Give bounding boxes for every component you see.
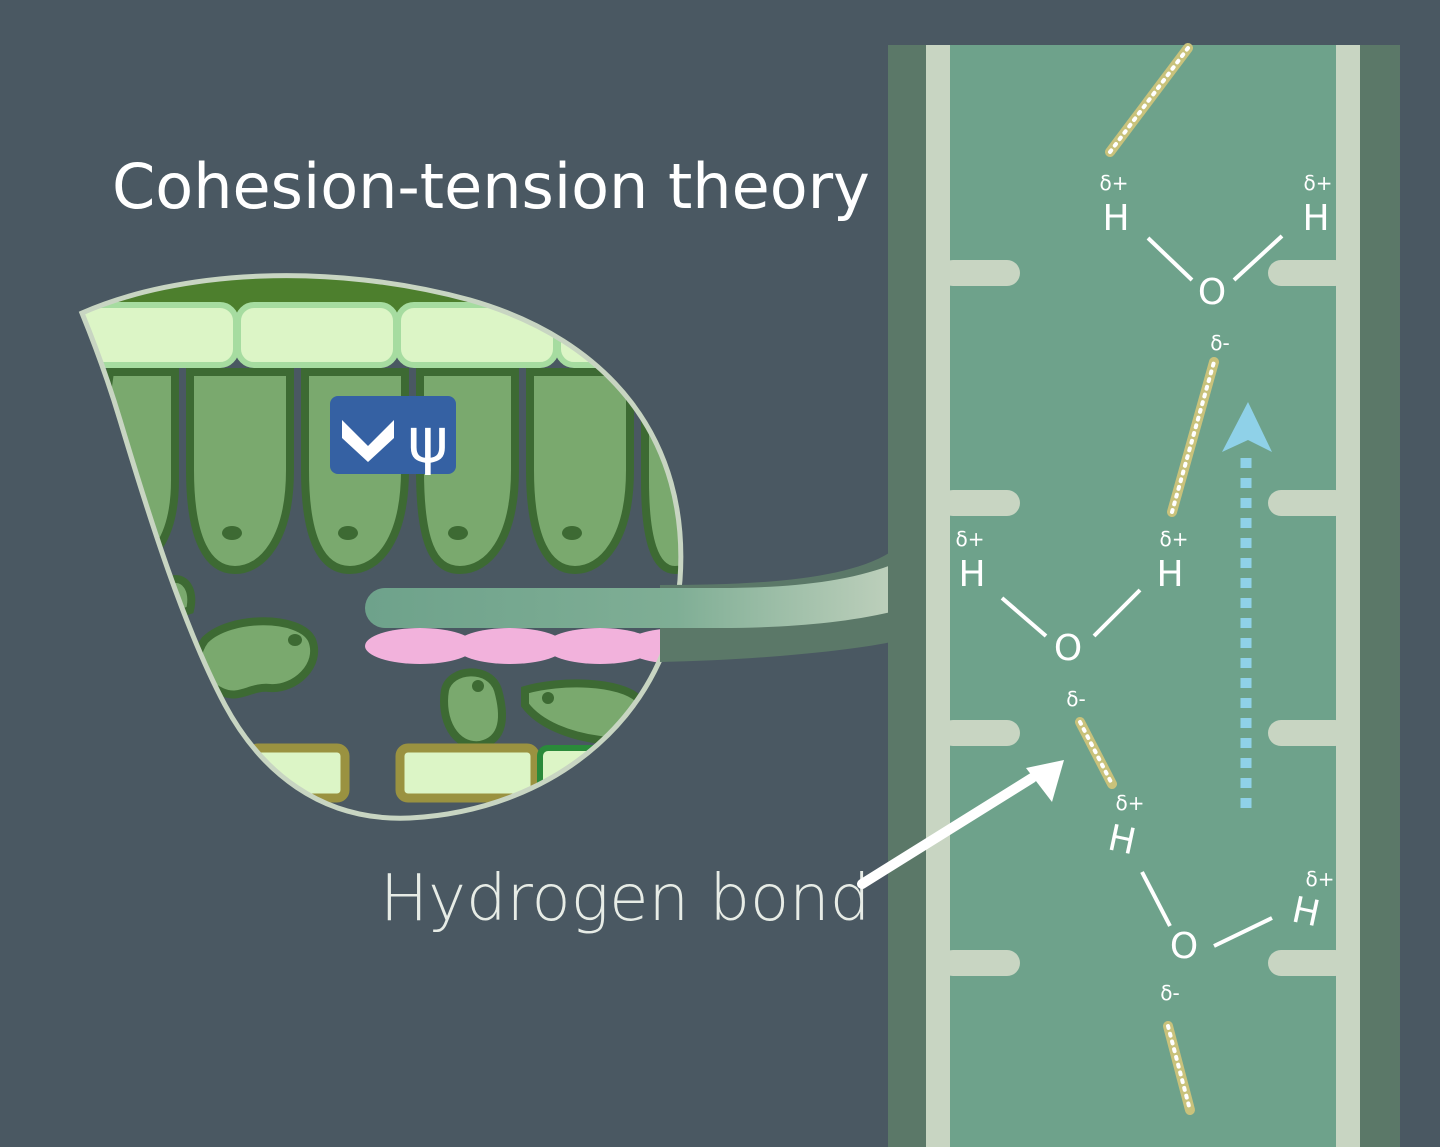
hydrogen-atom: H	[1156, 554, 1183, 595]
hydrogen-bond	[1163, 1021, 1195, 1115]
spongy-mesophyll	[165, 575, 649, 750]
wall-pits-right	[1268, 260, 1348, 976]
water-potential-badge: ψ	[330, 396, 456, 477]
partial-charge: δ+	[1304, 171, 1333, 195]
partial-charge: δ+	[956, 527, 985, 551]
leaf-cross-section	[78, 273, 684, 821]
down-chevron-icon	[342, 420, 394, 462]
palisade-nuclei	[222, 526, 582, 540]
oxygen-atom: O	[1054, 628, 1082, 669]
xylem-left-wall	[926, 45, 950, 1147]
pointer-arrow	[857, 760, 1064, 889]
hydrogen-atom: H	[1102, 198, 1129, 239]
hydrogen-bond	[1167, 357, 1219, 517]
xylem-vessel	[888, 45, 1400, 1147]
hydrogen-atom: H	[1302, 198, 1329, 239]
water-molecule-2: O H H δ+ δ+ δ-	[956, 527, 1189, 711]
partial-charge: δ-	[1066, 687, 1085, 711]
xylem-right-wall	[1336, 45, 1360, 1147]
partial-charge: δ+	[1100, 171, 1129, 195]
connector-tube	[365, 545, 930, 662]
psi-symbol: ψ	[408, 404, 449, 477]
water-flow-arrow	[1222, 402, 1272, 808]
partial-charge: δ+	[1160, 527, 1189, 551]
hydrogen-bond	[1075, 717, 1117, 789]
hydrogen-bonds	[1075, 43, 1219, 1115]
wall-pits-left	[940, 260, 1020, 976]
hydrogen-bond	[1105, 43, 1193, 157]
upper-epidermis	[82, 302, 681, 368]
hydrogen-atom: H	[958, 554, 985, 595]
partial-charge: δ+	[1306, 867, 1335, 891]
diagram-title: Cohesion-tension theory	[112, 150, 870, 223]
up-arrow-icon	[1222, 402, 1272, 452]
oxygen-atom: O	[1170, 926, 1198, 967]
partial-charge: δ-	[1210, 331, 1229, 355]
oxygen-atom: O	[1198, 272, 1226, 313]
arrowhead-icon	[1026, 760, 1064, 802]
partial-charge: δ+	[1116, 791, 1145, 815]
leaf-outline	[78, 273, 684, 821]
hydrogen-bond-label: Hydrogen bond	[380, 862, 871, 936]
water-molecule-1: O H H δ+ δ+ δ-	[1100, 171, 1333, 355]
partial-charge: δ-	[1160, 981, 1179, 1005]
